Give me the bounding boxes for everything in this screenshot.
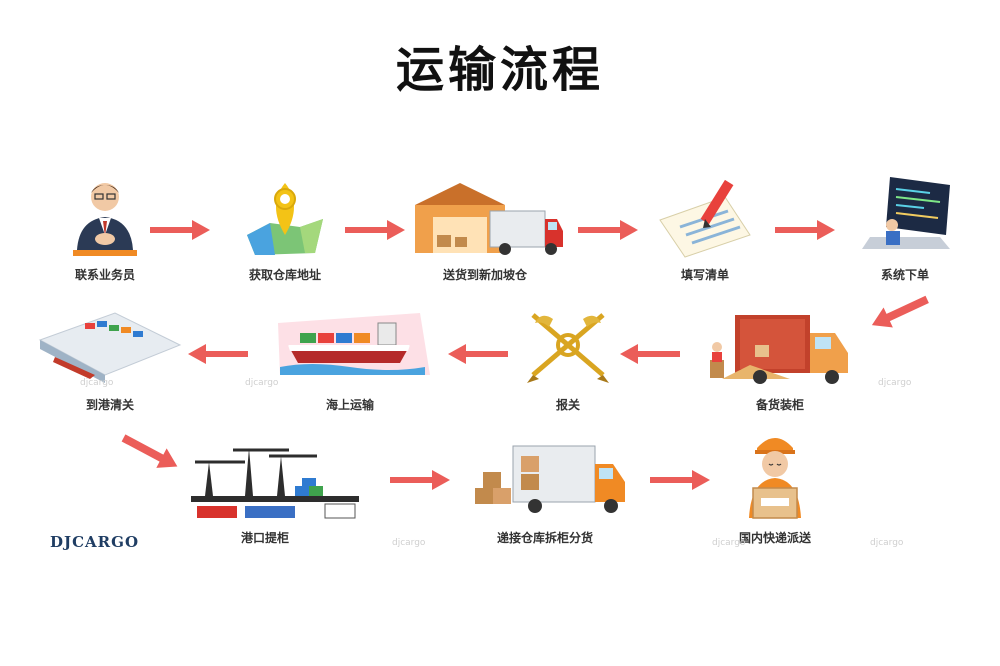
step-label: 到港清关 — [85, 398, 134, 412]
watermark: djcargo — [870, 538, 904, 548]
arrow-left-icon — [448, 344, 508, 364]
page-title: 运输流程 — [395, 42, 604, 98]
step-fill-list: 填写清单 — [625, 175, 785, 283]
laptop-icon — [862, 177, 950, 249]
step-sea-transport: 海上运输 — [270, 305, 430, 413]
step-label: 系统下单 — [880, 268, 929, 282]
step-port-clearance: 到港清关 — [30, 305, 190, 413]
step-stock-load: 备货装柜 — [700, 305, 860, 413]
step-label: 获取仓库地址 — [248, 268, 321, 282]
watermark: djcargo — [392, 538, 426, 548]
step-customs: 报关 — [488, 305, 648, 413]
crane-dock-icon — [191, 448, 359, 519]
arrow-left-icon — [620, 344, 680, 364]
step-get-address: 获取仓库地址 — [205, 175, 365, 283]
step-deliver-warehouse: 送货到新加坡仓 — [405, 175, 565, 283]
step-label: 国内快递派送 — [738, 531, 811, 545]
form-pencil-icon — [659, 179, 751, 258]
arrow-right-icon — [150, 220, 210, 240]
watermark: djcargo — [80, 378, 114, 388]
arrow-left-icon — [188, 344, 248, 364]
arrow-down-right-icon — [121, 434, 178, 468]
step-label: 填写清单 — [680, 268, 729, 282]
cargo-ship-icon — [278, 313, 430, 375]
arrow-right-icon — [650, 470, 710, 490]
arrow-right-icon — [345, 220, 405, 240]
step-label: 海上运输 — [325, 398, 374, 412]
watermark: djcargo — [712, 538, 746, 548]
loading-truck-icon — [710, 315, 848, 384]
brand-logo: DJCARGO — [50, 533, 140, 551]
map-pin-icon — [247, 183, 323, 255]
box-truck-icon — [475, 445, 625, 513]
step-label: 港口提柜 — [240, 531, 289, 545]
step-system-order: 系统下单 — [825, 175, 985, 283]
step-label: 报关 — [555, 398, 580, 412]
port-icon — [38, 312, 182, 383]
step-contact-sales: 联系业务员 — [25, 175, 185, 283]
courier-icon — [749, 438, 801, 519]
salesperson-icon — [73, 183, 137, 256]
arrow-down-left-icon — [871, 295, 929, 328]
step-label: 递接仓库拆柜分货 — [496, 531, 593, 545]
step-domestic-delivery: 国内快递派送 — [695, 428, 855, 546]
arrow-right-icon — [775, 220, 835, 240]
step-label: 联系业务员 — [74, 268, 135, 282]
step-port-pickup: 港口提柜 — [185, 438, 359, 546]
watermark: djcargo — [245, 378, 279, 388]
step-label: 送货到新加坡仓 — [442, 268, 527, 282]
step-label: 备货装柜 — [755, 398, 804, 412]
arrow-right-icon — [578, 220, 638, 240]
customs-emblem-icon — [527, 313, 609, 383]
arrow-right-icon — [390, 470, 450, 490]
warehouse-truck-icon — [415, 183, 563, 255]
watermark: djcargo — [878, 378, 912, 388]
step-devanning: 递接仓库拆柜分货 — [465, 438, 625, 546]
